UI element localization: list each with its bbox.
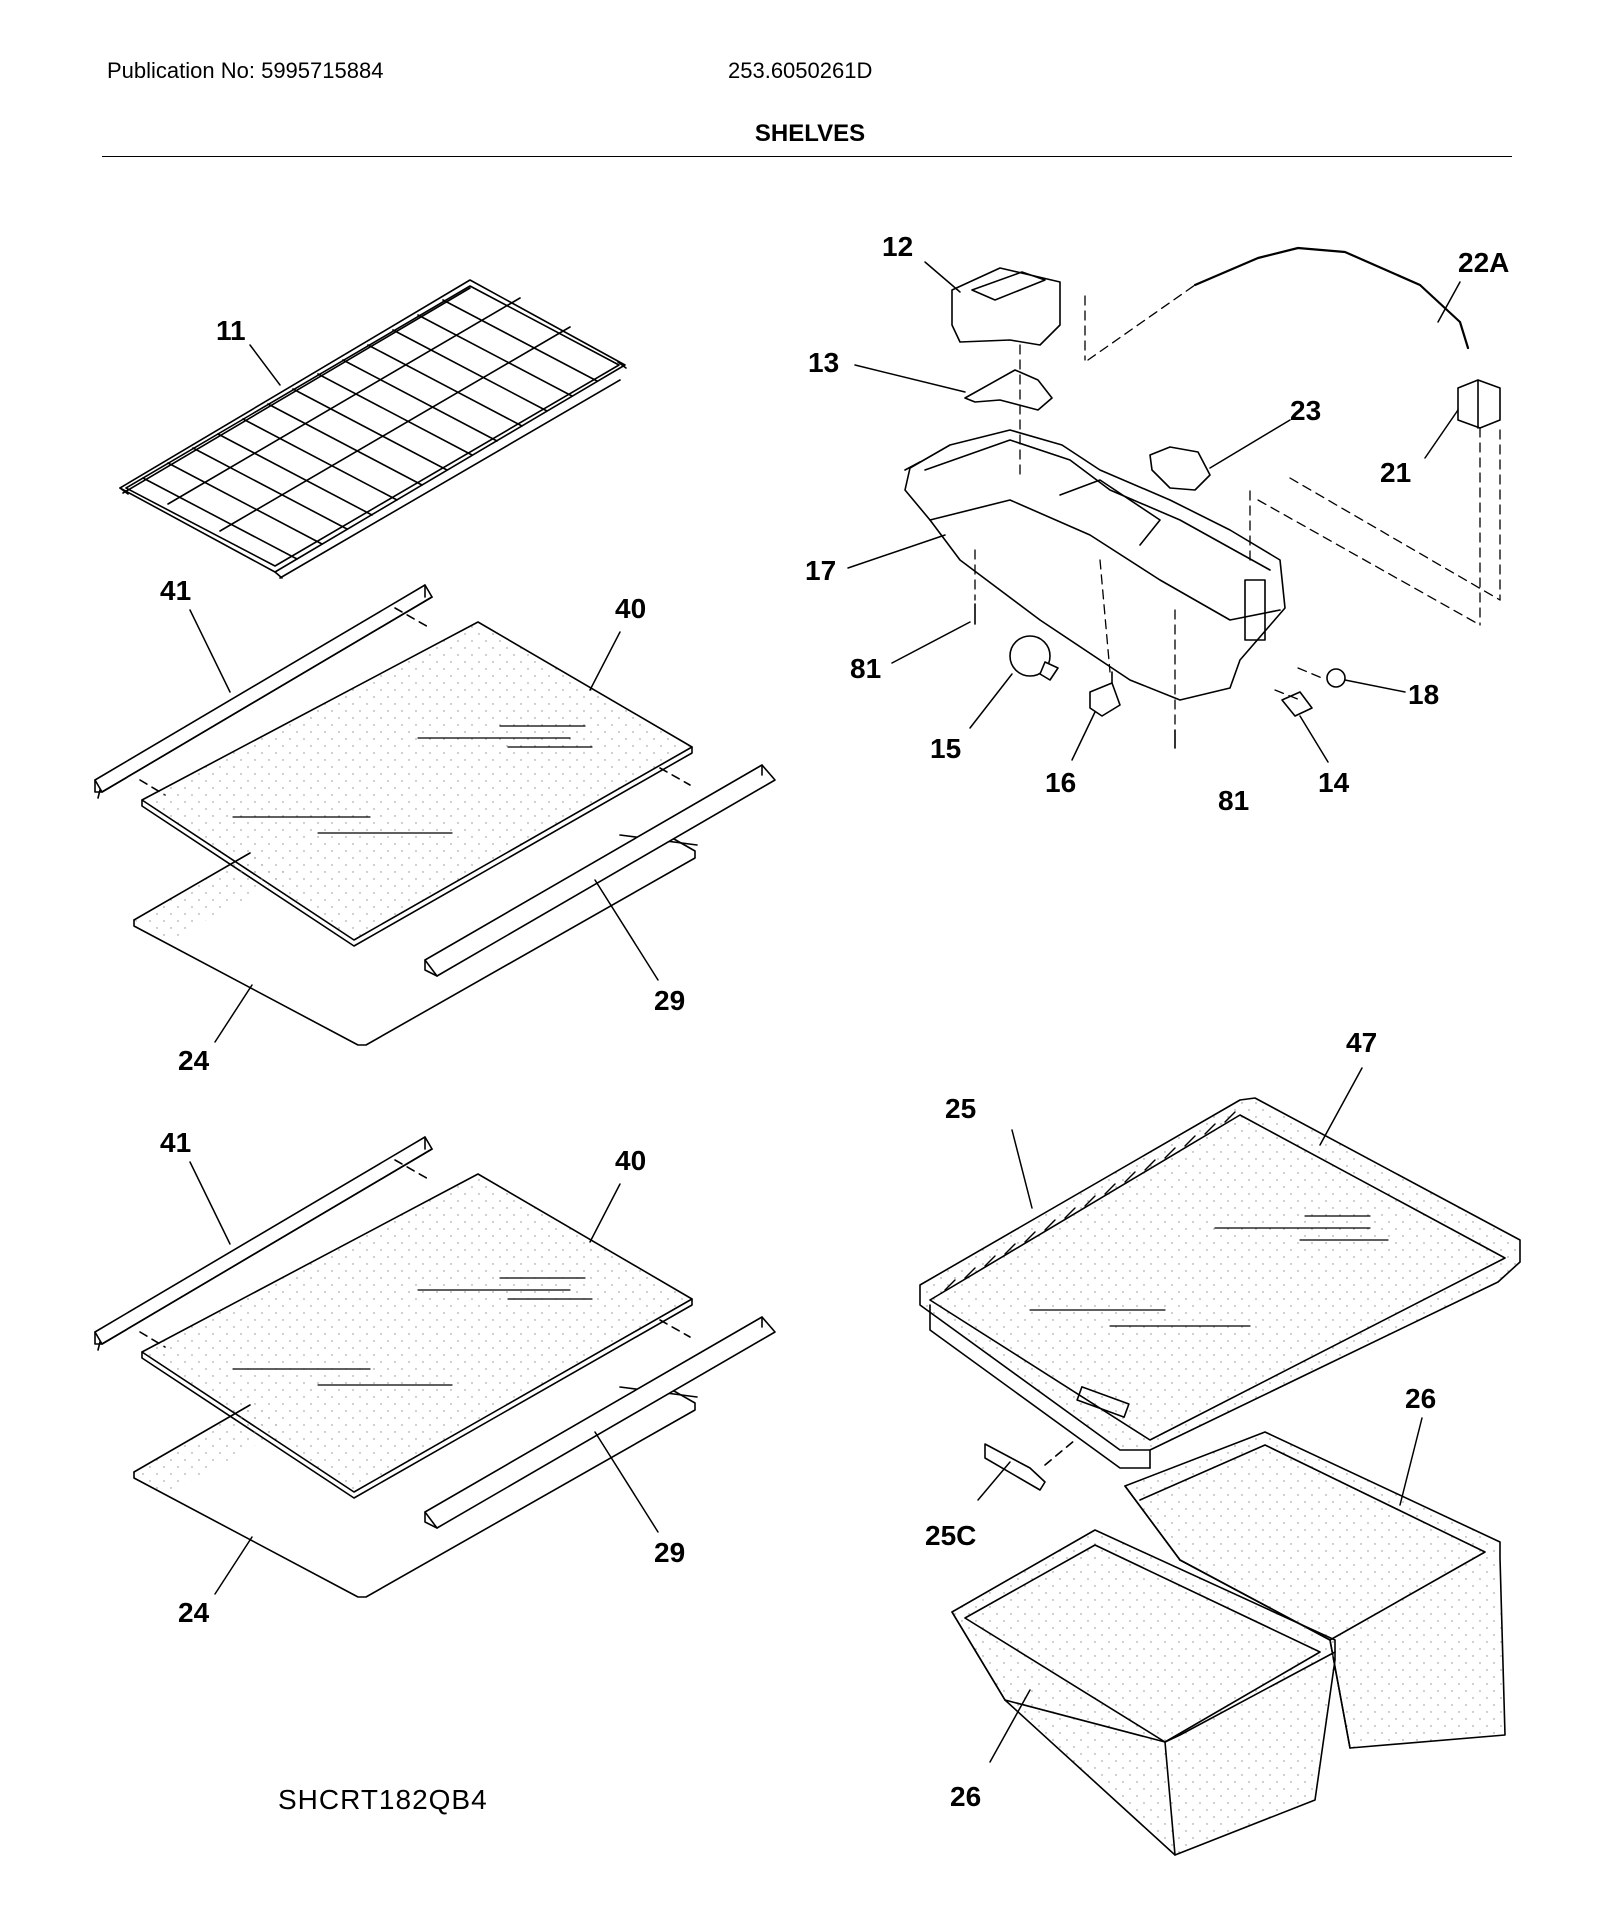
shelf-trim-icon [94,1136,433,1351]
glass-shelf-upper [94,584,776,1046]
header-rule [102,156,1512,157]
shelf-trim-icon [424,764,776,977]
section-title: SHELVES [754,120,866,147]
switch-icon [1281,691,1313,717]
callout-25c: 25C [925,1520,976,1551]
callout-29: 29 [654,985,685,1016]
light-housing-assembly [904,246,1501,749]
callout-24: 24 [178,1597,210,1628]
switch-control-icon [1149,446,1211,491]
model-number: 253.6050261D [728,58,873,83]
callout-22a: 22A [1458,247,1509,278]
crisper-drawer-icon [951,1529,1336,1856]
shelf-trim-icon [94,584,433,799]
callout-16: 16 [1045,767,1076,798]
light-bulb-icon [1009,635,1059,681]
publication-number: Publication No: 5995715884 [107,58,384,83]
wire-shelf-icon [119,279,627,579]
callout-26: 26 [1405,1383,1436,1414]
callout-15: 15 [930,733,961,764]
glass-shelf-lower [94,1136,776,1598]
callout-41: 41 [160,575,191,606]
socket-icon [1089,671,1121,717]
thermostat-control-icon [1457,379,1501,429]
callout-11: 11 [216,315,246,346]
callout-18: 18 [1408,679,1439,710]
callout-81: 81 [850,653,881,684]
diagram-code: SHCRT182QB4 [278,1784,488,1815]
callout-24: 24 [178,1045,210,1076]
callout-14: 14 [1318,767,1350,798]
shelf-trim-icon [424,1316,776,1529]
callout-21: 21 [1380,457,1411,488]
callout-40: 40 [615,1145,646,1176]
grommet-icon [1326,668,1346,688]
callout-12: 12 [882,231,913,262]
crisper-cover-icon [919,1097,1521,1469]
callout-40: 40 [615,593,646,624]
callout-29: 29 [654,1537,685,1568]
callout-13: 13 [808,347,839,378]
callout-25: 25 [945,1093,976,1124]
callout-26: 26 [950,1781,981,1812]
callout-17: 17 [805,555,836,586]
crisper-drawer-icon [1124,1431,1506,1749]
callout-41: 41 [160,1127,191,1158]
clip-icon [984,1439,1076,1491]
callout-23: 23 [1290,395,1321,426]
callout-47: 47 [1346,1027,1377,1058]
callout-81: 81 [1218,785,1249,816]
